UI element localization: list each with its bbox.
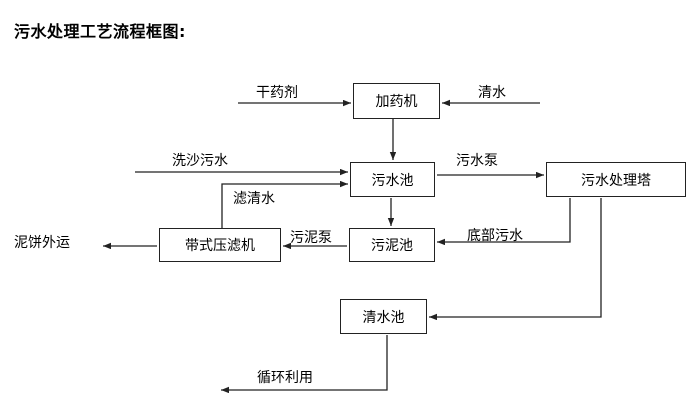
edge-label-bottom-wastewater: 底部污水 (467, 228, 523, 244)
node-wastewater-pool-label: 污水池 (371, 172, 414, 189)
node-dosing-machine-label: 加药机 (375, 94, 418, 110)
node-clear-water-pool[interactable]: 清水池 (340, 299, 427, 334)
edge-clear-water-pool-to-recycling-reuse (221, 335, 388, 394)
edge-label-filtered-clear-water: 滤清水 (233, 191, 275, 207)
node-sludge-pool[interactable]: 污泥池 (349, 228, 435, 262)
node-belt-filter-press-label: 带式压滤机 (185, 238, 255, 254)
node-belt-filter-press[interactable]: 带式压滤机 (159, 228, 281, 262)
page-title: 污水处理工艺流程框图: (14, 22, 186, 41)
node-sludge-pool-label: 污泥池 (371, 238, 413, 254)
edge-treatment-tower-bottom-wastewater-to-sludge-pool (437, 198, 571, 246)
node-wastewater-pool[interactable]: 污水池 (350, 162, 435, 197)
edge-label-dry-chemical: 干药剂 (256, 85, 298, 101)
edge-label-wastewater-pump: 污水泵 (456, 153, 498, 169)
node-wastewater-treatment-tower[interactable]: 污水处理塔 (546, 162, 686, 197)
edge-label-clean-water: 清水 (478, 85, 506, 101)
node-clear-water-pool-label: 清水池 (362, 309, 405, 326)
node-wastewater-treatment-tower-label: 污水处理塔 (581, 172, 651, 189)
edge-filtered-clear-water-to-wastewater-pool (221, 180, 348, 228)
edge-label-recycling-reuse: 循环利用 (257, 370, 313, 386)
edge-label-sludge-pump: 污泥泵 (290, 230, 332, 246)
edge-treatment-tower-to-clear-water-pool (429, 198, 602, 321)
terminal-label-mud-cake-transport-out: 泥饼外运 (14, 235, 70, 251)
node-dosing-machine[interactable]: 加药机 (353, 83, 440, 119)
edge-label-sand-washing-wastewater: 洗沙污水 (172, 153, 228, 169)
